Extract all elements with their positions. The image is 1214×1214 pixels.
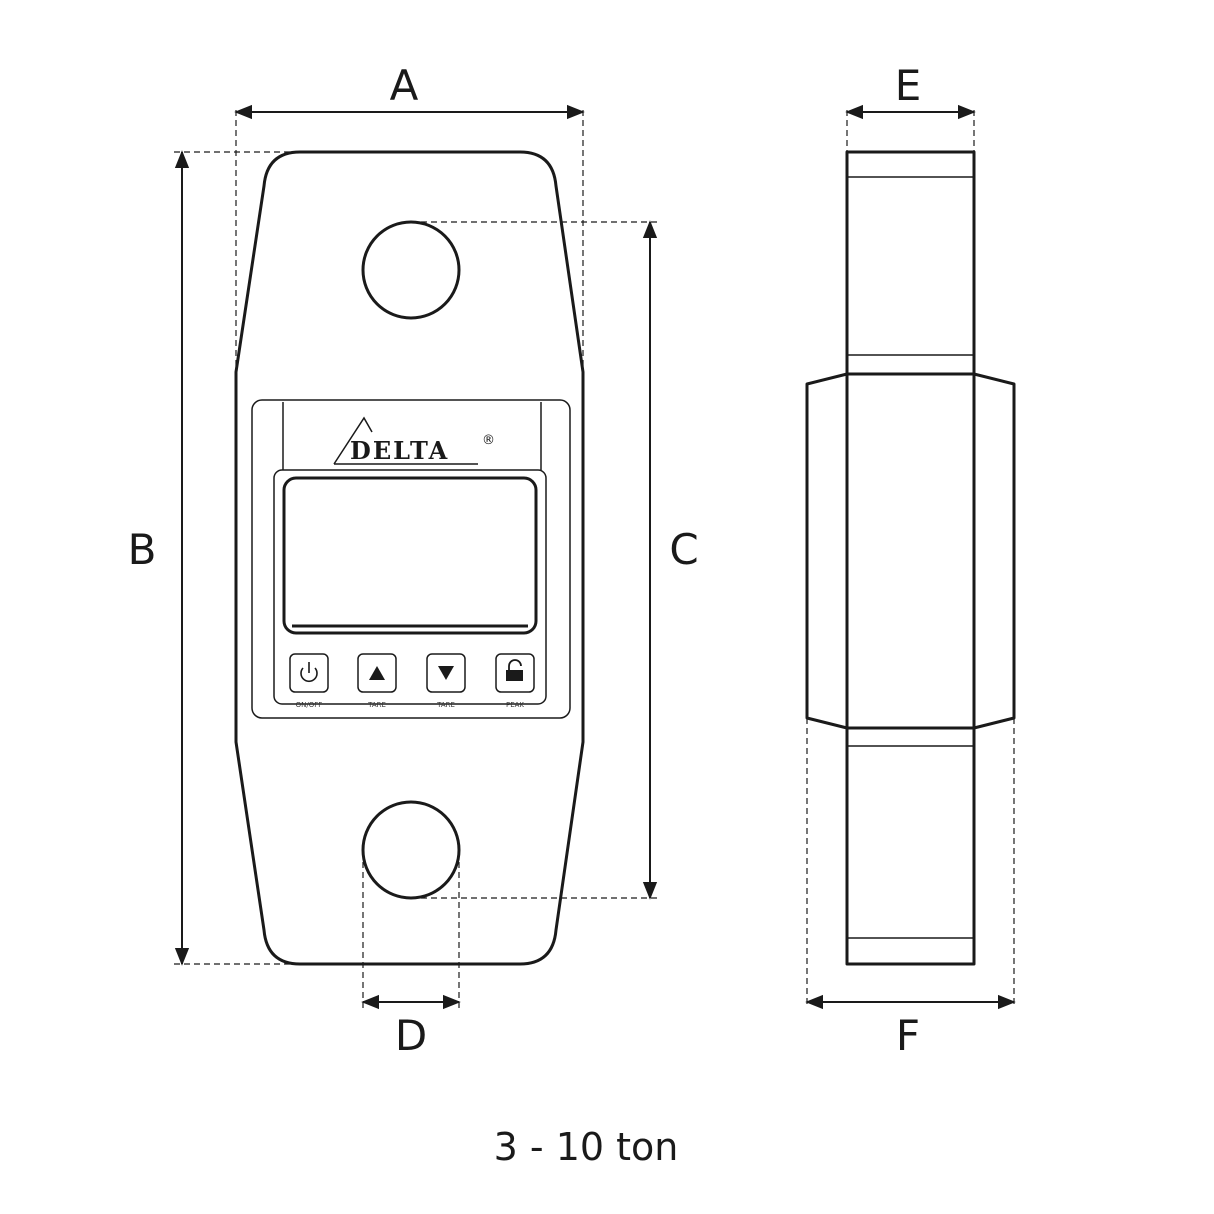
registered-mark: ® (482, 433, 495, 448)
down-button[interactable]: TARE (426, 653, 466, 709)
up-button[interactable]: TARE (357, 653, 397, 709)
lock-button-label: PEAK (506, 701, 524, 709)
side-view (805, 150, 1016, 966)
front-body-outline (234, 150, 585, 966)
dimension-e: E (845, 61, 976, 152)
front-view: DELTA ® ON/OFF TARE (234, 150, 585, 966)
side-plate-bottom (845, 726, 976, 966)
display-panel: DELTA ® ON/OFF TARE (251, 399, 571, 719)
label-a: A (390, 61, 419, 110)
side-housing (805, 372, 1016, 730)
dimension-c: C (411, 220, 699, 900)
power-icon (300, 662, 318, 683)
label-c: C (669, 525, 698, 574)
up-button-label: TARE (367, 701, 386, 709)
brand-name: DELTA (350, 436, 449, 465)
arrow-up-icon (369, 666, 385, 680)
lcd-screen (282, 476, 538, 635)
power-button-label: ON/OFF (296, 701, 323, 709)
label-e: E (895, 61, 922, 110)
label-b: B (128, 525, 157, 574)
delta-logo: DELTA ® (333, 416, 495, 465)
top-shackle-hole (361, 220, 461, 320)
arrow-down-icon (438, 666, 454, 680)
dimension-a: A (234, 61, 585, 372)
capacity-caption: 3 - 10 ton (494, 1125, 679, 1169)
down-button-label: TARE (436, 701, 455, 709)
dimension-d: D (361, 862, 461, 1060)
bottom-shackle-hole (361, 800, 461, 900)
dimension-f: F (805, 718, 1016, 1060)
power-button[interactable]: ON/OFF (289, 653, 329, 709)
lock-button[interactable]: PEAK (495, 653, 535, 709)
label-f: F (896, 1011, 920, 1060)
lock-icon (506, 659, 523, 681)
label-d: D (395, 1011, 427, 1060)
side-plate-top (845, 150, 976, 376)
dimension-b: B (128, 150, 300, 966)
